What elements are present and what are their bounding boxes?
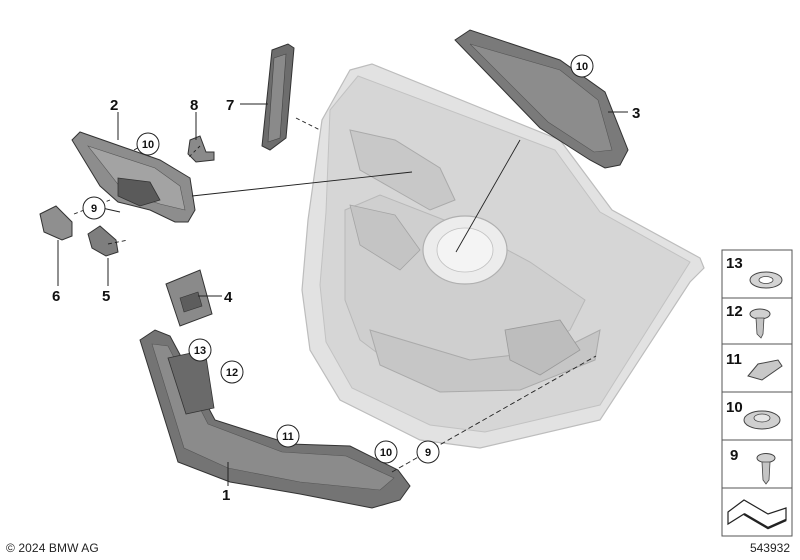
door-trim-panel xyxy=(301,63,705,449)
svg-text:10: 10 xyxy=(380,447,392,459)
part-number-3: 3 xyxy=(632,105,640,122)
part-number-5: 5 xyxy=(102,288,110,305)
svg-text:12: 12 xyxy=(226,367,238,379)
callout-10-bottom: 10 xyxy=(374,440,398,464)
diagram-id: 543932 xyxy=(749,541,790,555)
hardware-legend: 13 12 11 10 9 xyxy=(721,249,793,537)
cap-part-5 xyxy=(87,225,119,257)
svg-text:9: 9 xyxy=(91,203,97,215)
callout-9-handle: 9 xyxy=(82,196,106,220)
callout-12: 12 xyxy=(220,360,244,384)
part-number-labels: 2 8 7 3 4 6 5 1 xyxy=(52,97,640,504)
circled-callouts: 10 9 10 13 12 11 10 9 xyxy=(82,54,594,464)
copyright-text: © 2024 BMW AG xyxy=(6,541,99,555)
leader-lines xyxy=(73,117,597,473)
part-number-7: 7 xyxy=(226,97,234,114)
label-lines xyxy=(57,65,628,486)
svg-text:9: 9 xyxy=(425,447,431,459)
svg-text:10: 10 xyxy=(142,139,154,151)
clip-part-8 xyxy=(187,135,215,163)
part-number-6: 6 xyxy=(52,288,60,305)
legend-cell-9 xyxy=(721,439,793,489)
push-nut-icon xyxy=(743,410,781,430)
part-number-8: 8 xyxy=(190,97,198,114)
bracket-part-7 xyxy=(261,43,295,151)
switch-bezel-part-4 xyxy=(165,269,213,327)
screw-icon xyxy=(749,308,771,339)
callout-13: 13 xyxy=(188,338,212,362)
callout-10-speaker: 10 xyxy=(570,54,594,78)
assembly-symbol-icon xyxy=(727,499,787,530)
svg-text:13: 13 xyxy=(194,345,206,357)
legend-number-13: 13 xyxy=(726,255,743,272)
legend-number-12: 12 xyxy=(726,303,743,320)
part-number-2: 2 xyxy=(110,97,118,114)
legend-number-9: 9 xyxy=(730,447,738,464)
spring-nut-icon xyxy=(749,271,783,289)
door-handle-part-2 xyxy=(71,131,196,223)
part-number-4: 4 xyxy=(224,289,233,306)
legend-number-10: 10 xyxy=(726,399,743,416)
speaker-cover-part xyxy=(454,29,629,169)
washer-screw-icon xyxy=(756,453,776,485)
legend-number-11: 11 xyxy=(726,351,742,368)
callout-10-handle: 10 xyxy=(136,132,160,156)
svg-text:11: 11 xyxy=(282,431,294,443)
part-number-1: 1 xyxy=(222,487,230,504)
cap-part-6 xyxy=(39,205,73,241)
clip-icon xyxy=(747,359,783,381)
callout-9-bottom: 9 xyxy=(416,440,440,464)
svg-text:10: 10 xyxy=(576,61,588,73)
callout-11: 11 xyxy=(276,424,300,448)
